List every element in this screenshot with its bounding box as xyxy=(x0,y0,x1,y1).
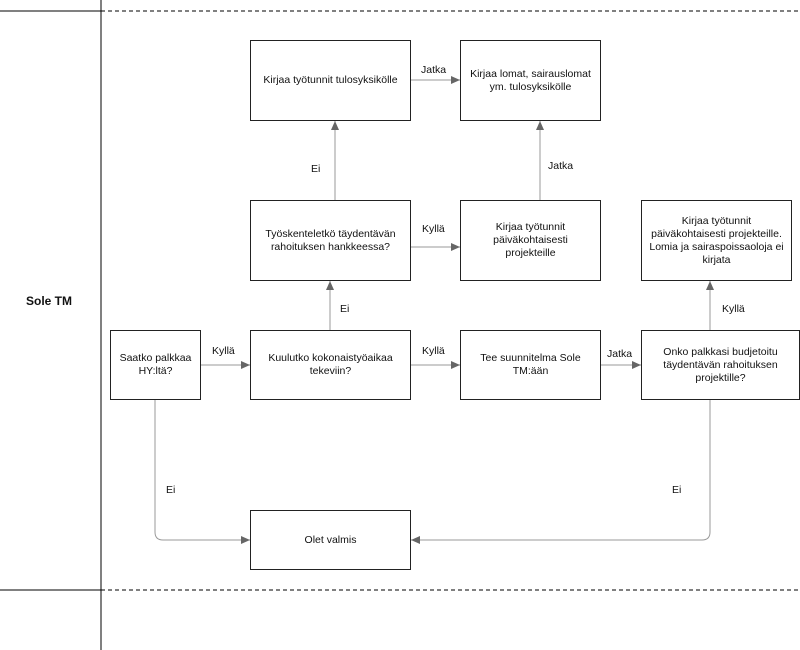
edge-label-hy-valmis: Ei xyxy=(166,484,176,496)
edge-label-tulos-lomat: Jatka xyxy=(421,64,447,76)
edge-label-kokonais-suunnitelma: Kyllä xyxy=(422,345,445,357)
node-paivakohtaisesti-2[interactable]: Kirjaa työtunnit päiväkohtaisesti projek… xyxy=(641,200,792,281)
lane-label: Sole TM xyxy=(26,294,73,308)
node-paivakohtaisesti-1[interactable]: Kirjaa työtunnit päiväkohtaisesti projek… xyxy=(460,200,601,281)
edge-label-budjetoitu-valmis: Ei xyxy=(672,484,682,496)
edge-budjetoitu-valmis xyxy=(411,400,711,544)
node-suunnitelma[interactable]: Tee suunnitelma Sole TM:ään xyxy=(460,330,601,400)
edge-label-hanke-paiva1: Kyllä xyxy=(422,223,445,235)
node-budjetoitu[interactable]: Onko palkkasi budjetoitu täydentävän rah… xyxy=(641,330,800,400)
edge-label-kokonais-hanke: Ei xyxy=(340,303,350,315)
edge-hy-valmis xyxy=(154,400,250,544)
node-lomat[interactable]: Kirjaa lomat, sairauslomat ym. tulosyksi… xyxy=(460,40,601,121)
node-valmis[interactable]: Olet valmis xyxy=(250,510,411,570)
node-palkka-hy[interactable]: Saatko palkkaa HY:ltä? xyxy=(110,330,201,400)
edge-label-budjetoitu-paiva2: Kyllä xyxy=(722,303,745,315)
edge-label-paiva1-lomat: Jatka xyxy=(548,160,574,172)
edge-label-hy-kokonais: Kyllä xyxy=(212,345,235,357)
node-kokonaistyoaika[interactable]: Kuulutko kokonaistyöaikaa tekeviin? xyxy=(250,330,411,400)
node-taydentava-hanke[interactable]: Työskenteletkö täydentävän rahoituksen h… xyxy=(250,200,411,281)
node-tulosyksikolle[interactable]: Kirjaa työtunnit tulosyksikölle xyxy=(250,40,411,121)
edge-label-hanke-tulos: Ei xyxy=(311,163,321,175)
edge-label-suunnitelma-budjetoitu: Jatka xyxy=(607,348,633,360)
